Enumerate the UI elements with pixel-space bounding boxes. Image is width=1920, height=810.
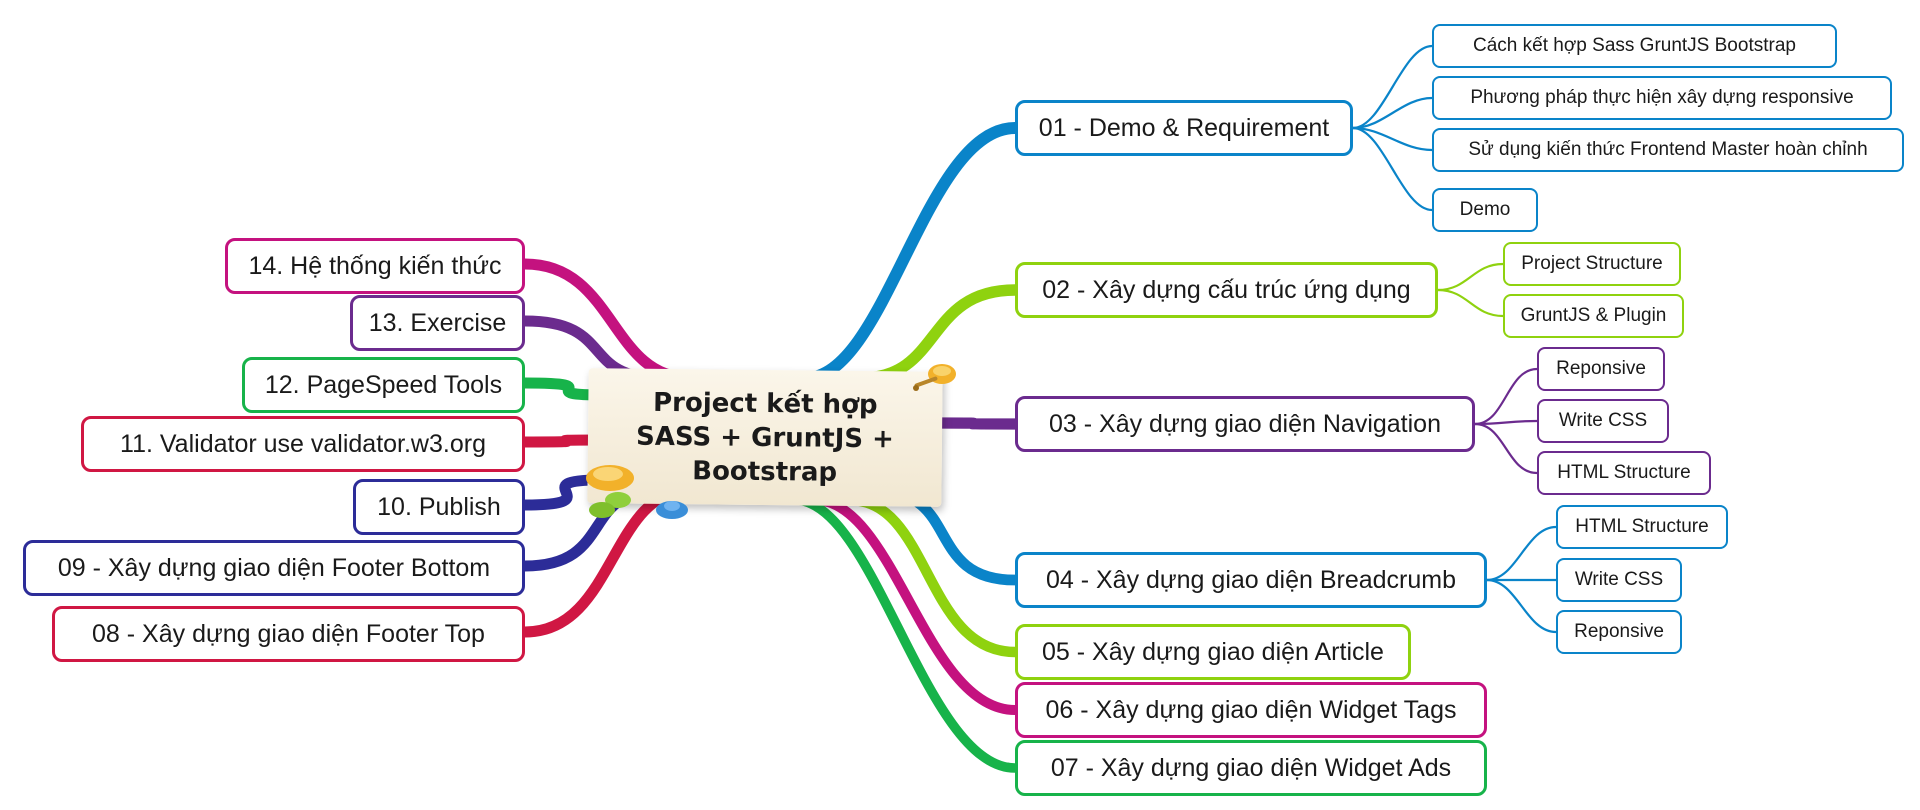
branch-connector: [810, 495, 1020, 715]
branch-connector: [519, 434, 606, 448]
topic-6-label: 06 - Xây dựng giao diện Widget Tags: [1045, 695, 1457, 724]
subtopic-1-4[interactable]: Demo: [1432, 188, 1538, 232]
branch-connector: [932, 417, 1021, 430]
branch-connector: [790, 495, 1020, 773]
branch-connector: [1473, 367, 1539, 426]
subtopic-4-2-label: Write CSS: [1574, 569, 1664, 590]
subtopic-3-2-label: Write CSS: [1558, 410, 1648, 431]
branch-connector: [1351, 126, 1434, 212]
subtopic-1-1[interactable]: Cách kết hợp Sass GruntJS Bootstrap: [1432, 24, 1837, 68]
topic-11[interactable]: 11. Validator use validator.w3.org: [81, 416, 525, 472]
subtopic-3-1-label: Reponsive: [1556, 358, 1646, 379]
branch-connector: [519, 377, 611, 401]
branch-connector: [1485, 578, 1558, 634]
topic-2-label: 02 - Xây dựng cấu trúc ứng dụng: [1042, 275, 1411, 304]
decorative-pins-icon: [586, 465, 688, 519]
branch-connector: [1351, 126, 1434, 152]
topic-3-label: 03 - Xây dựng giao diện Navigation: [1049, 409, 1441, 438]
branch-connector: [1436, 288, 1505, 318]
topic-13-label: 13. Exercise: [368, 308, 507, 337]
subtopic-1-4-label: Demo: [1459, 199, 1511, 220]
topic-7-label: 07 - Xây dựng giao diện Widget Ads: [1050, 753, 1452, 782]
topic-4-label: 04 - Xây dựng giao diện Breadcrumb: [1045, 565, 1457, 594]
subtopic-2-2-label: GruntJS & Plugin: [1520, 305, 1667, 326]
topic-10-label: 10. Publish: [377, 492, 501, 521]
subtopic-1-3[interactable]: Sử dụng kiến thức Frontend Master hoàn c…: [1432, 128, 1904, 172]
subtopic-3-3[interactable]: HTML Structure: [1537, 451, 1711, 495]
topic-10[interactable]: 10. Publish: [353, 479, 525, 535]
branch-connector: [1485, 525, 1558, 582]
topic-8-label: 08 - Xây dựng giao diện Footer Top: [92, 619, 485, 648]
subtopic-1-2-label: Phương pháp thực hiện xây dựng responsiv…: [1470, 87, 1854, 108]
subtopic-4-1[interactable]: HTML Structure: [1556, 505, 1728, 549]
subtopic-2-2[interactable]: GruntJS & Plugin: [1503, 294, 1684, 338]
subtopic-4-3-label: Reponsive: [1574, 621, 1664, 642]
branch-connector: [1351, 44, 1434, 130]
topic-1-label: 01 - Demo & Requirement: [1038, 113, 1330, 142]
subtopic-3-2[interactable]: Write CSS: [1537, 399, 1669, 443]
topic-6[interactable]: 06 - Xây dựng giao diện Widget Tags: [1015, 682, 1487, 738]
topic-14[interactable]: 14. Hệ thống kiến thức: [225, 238, 525, 294]
subtopic-2-1-label: Project Structure: [1521, 253, 1663, 274]
topic-12[interactable]: 12. PageSpeed Tools: [242, 357, 525, 413]
topic-7[interactable]: 07 - Xây dựng giao diện Widget Ads: [1015, 740, 1487, 796]
branch-connector: [519, 474, 606, 511]
subtopic-1-1-label: Cách kết hợp Sass GruntJS Bootstrap: [1473, 35, 1796, 56]
branch-connector: [844, 494, 1021, 658]
subtopic-3-3-label: HTML Structure: [1557, 462, 1691, 483]
branch-connector: [1473, 422, 1539, 475]
subtopic-1-2[interactable]: Phương pháp thực hiện xây dựng responsiv…: [1432, 76, 1892, 120]
topic-4[interactable]: 04 - Xây dựng giao diện Breadcrumb: [1015, 552, 1487, 608]
topic-3[interactable]: 03 - Xây dựng giao diện Navigation: [1015, 396, 1475, 452]
topic-9-label: 09 - Xây dựng giao diện Footer Bottom: [57, 553, 491, 582]
subtopic-2-1[interactable]: Project Structure: [1503, 242, 1681, 286]
topic-13[interactable]: 13. Exercise: [350, 295, 525, 351]
subtopic-4-2[interactable]: Write CSS: [1556, 558, 1682, 602]
topic-14-label: 14. Hệ thống kiến thức: [248, 251, 502, 280]
topic-1[interactable]: 01 - Demo & Requirement: [1015, 100, 1353, 156]
pushpin-icon: [913, 364, 956, 391]
branch-connector: [1351, 96, 1434, 130]
topic-12-label: 12. PageSpeed Tools: [264, 370, 503, 399]
topic-5-label: 05 - Xây dựng giao diện Article: [1042, 637, 1384, 666]
branch-connector: [800, 122, 1021, 384]
topic-11-label: 11. Validator use validator.w3.org: [120, 429, 486, 458]
topic-8[interactable]: 08 - Xây dựng giao diện Footer Top: [52, 606, 525, 662]
topic-9[interactable]: 09 - Xây dựng giao diện Footer Bottom: [23, 540, 525, 596]
branch-connector: [1436, 262, 1505, 292]
topic-2[interactable]: 02 - Xây dựng cấu trúc ứng dụng: [1015, 262, 1438, 318]
subtopic-3-1[interactable]: Reponsive: [1537, 347, 1665, 391]
subtopic-1-3-label: Sử dụng kiến thức Frontend Master hoàn c…: [1468, 139, 1868, 160]
subtopic-4-3[interactable]: Reponsive: [1556, 610, 1682, 654]
topic-5[interactable]: 05 - Xây dựng giao diện Article: [1015, 624, 1411, 680]
subtopic-4-1-label: HTML Structure: [1575, 516, 1709, 537]
